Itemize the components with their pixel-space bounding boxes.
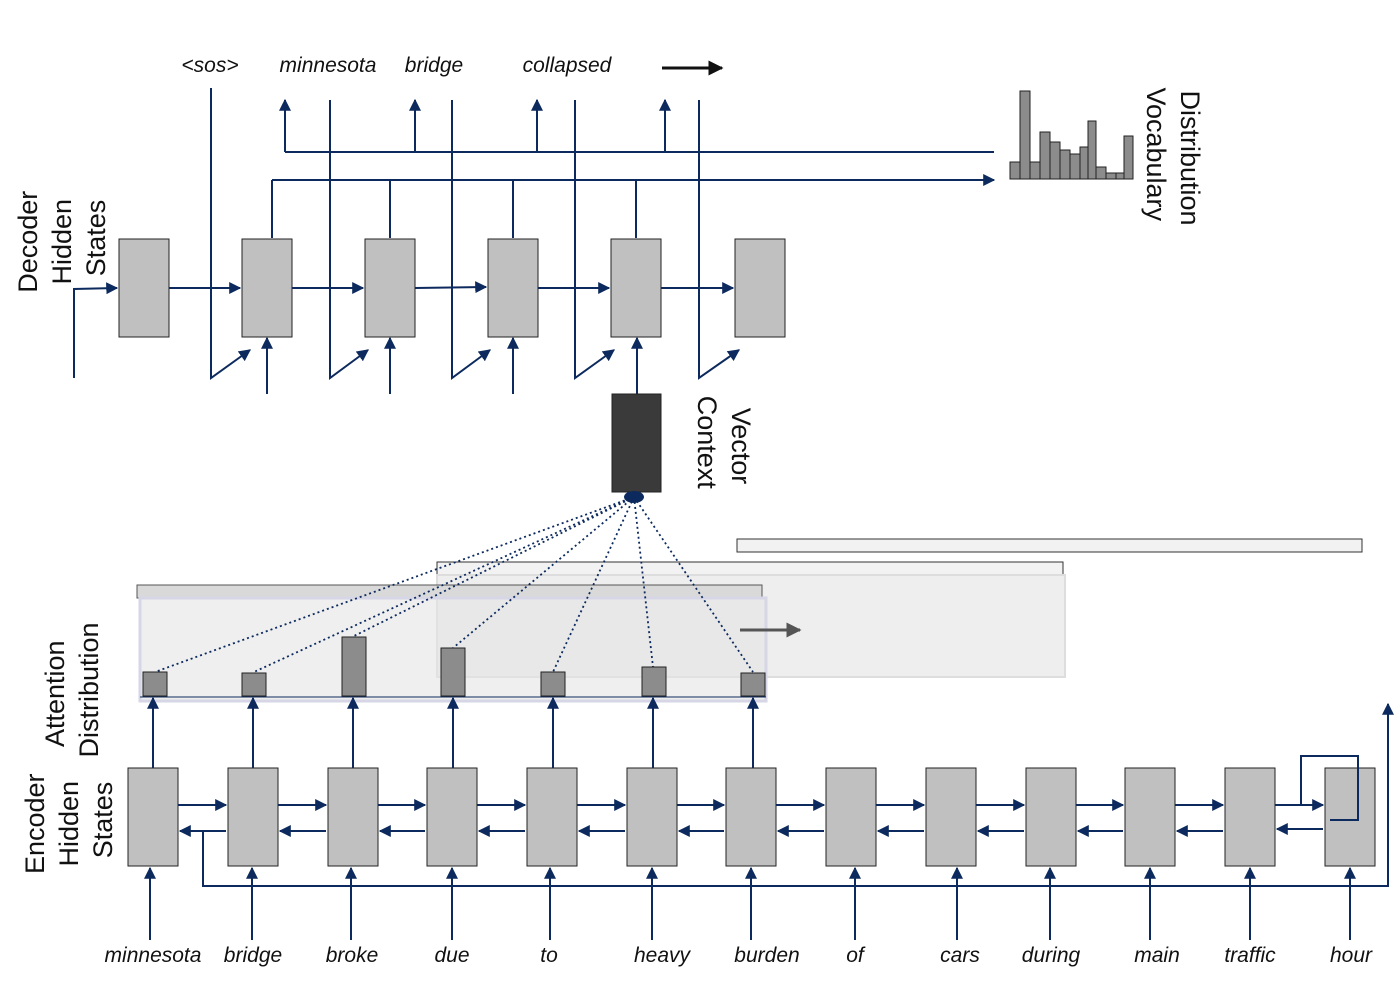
decoder-token: <sos> [181,54,238,77]
encoder-token: to [540,944,558,967]
decoder-cell [610,238,662,338]
encoder-token: heavy [634,944,692,967]
vocabulary-label: Vocabulary Distribution [1141,87,1205,228]
decoder-cell [364,238,416,338]
decoder-label: Decoder Hidden States [13,183,111,293]
encoder-token: hour [1330,944,1373,967]
decoder-output-lines [271,98,996,238]
attention-window-strip [136,584,763,599]
attention-label: Attention Distribution [40,622,104,757]
encoder-input-arrows [144,866,1356,940]
decoder-recurrent-arrows [73,281,735,378]
encoder-cells [127,767,1376,867]
decoder-token: minnesota [280,54,377,77]
context-vector-cell [611,393,662,493]
encoder-token: during [1022,944,1081,967]
vocabulary-histogram [1009,90,1134,180]
encoder-token: due [434,944,469,967]
encoder-backward-arrows [178,823,1323,837]
attention-connections [154,496,754,673]
decoder-cell [734,238,786,338]
attention-window-strip [436,561,1064,576]
decoder-token: collapsed [523,54,613,77]
context-label: Context Vector [692,396,756,497]
encoder-token: broke [326,944,379,967]
decoder-cell [241,238,293,338]
encoder-token: of [846,944,866,967]
encoder-to-attention-arrows [147,696,759,768]
encoder-token: bridge [224,944,282,967]
decoder-cell [118,238,170,338]
encoder-token: minnesota [105,944,202,967]
decoder-input-lines [210,88,740,394]
decoder-cell [487,238,539,338]
attention-window-strip [736,538,1363,553]
encoder-token: cars [940,944,980,967]
encoder-token: burden [734,944,799,967]
decoder-token: bridge [405,54,463,77]
encoder-token: main [1134,944,1180,967]
encoder-feedback-loop [202,702,1394,887]
encoder-label: Encoder Hidden States [20,766,118,874]
encoder-token: traffic [1224,944,1276,967]
